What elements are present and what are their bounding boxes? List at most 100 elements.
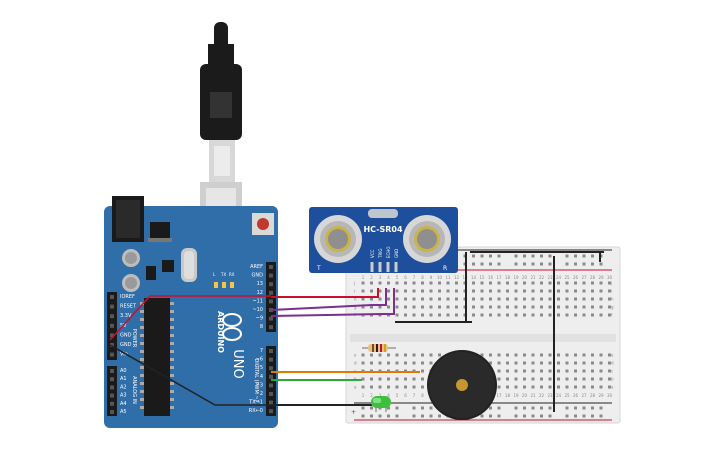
digital-header-label: DIGITAL (PWM ~) <box>253 358 259 401</box>
analog-pin-label-2: A2 <box>120 384 127 390</box>
col-number-top-22: 22 <box>539 275 545 280</box>
col-number-top-16: 16 <box>488 275 494 280</box>
wire-purple-echo[interactable] <box>270 288 395 317</box>
piezo-buzzer <box>427 350 497 420</box>
svg-text:+: + <box>351 409 356 416</box>
top-pin-label-2: 13 <box>257 281 263 287</box>
col-number-bottom-1: 1 <box>362 393 365 398</box>
sensor-pin-label-vcc: VCC <box>370 249 375 258</box>
col-number-bottom-17: 17 <box>496 393 502 398</box>
bottom-pin-label-2: ~5 <box>256 365 263 371</box>
col-number-bottom-30: 30 <box>607 393 613 398</box>
led-label-l: L <box>213 272 216 277</box>
center-channel <box>350 334 616 342</box>
sensor-mark-r: R <box>443 265 447 272</box>
col-number-bottom-23: 23 <box>547 393 553 398</box>
arduino-model-label: UNO <box>230 349 245 378</box>
bottom-pin-label-7: RX←0 <box>249 408 263 414</box>
col-number-top-21: 21 <box>530 275 536 280</box>
row-label-i: i <box>354 289 355 294</box>
analog-pin-label-5: A5 <box>120 409 127 415</box>
power-pin-label-2: 3.3V <box>120 313 132 319</box>
row-label-right-j: j <box>610 281 612 286</box>
row-label-a: a <box>354 385 357 390</box>
col-number-bottom-20: 20 <box>522 393 528 398</box>
bottom-pin-label-3: 4 <box>260 374 263 380</box>
col-number-top-28: 28 <box>590 275 596 280</box>
power-pin-label-4: GND <box>120 332 132 338</box>
sensor-pin-label-echo: ECHO <box>386 247 391 258</box>
sensor-pin-label-trig: TRIG <box>378 248 383 259</box>
wires <box>109 251 604 412</box>
sensor-crystal <box>368 209 398 218</box>
wire-purple-trig[interactable] <box>270 288 387 311</box>
power-pin-label-5: GND <box>120 342 132 348</box>
col-number-bottom-28: 28 <box>590 393 596 398</box>
col-number-bottom-3: 3 <box>379 393 382 398</box>
col-number-bottom-24: 24 <box>556 393 562 398</box>
col-number-top-6: 6 <box>404 275 407 280</box>
power-header-label: POWER <box>131 329 137 348</box>
top-pin-label-6: ~9 <box>256 316 263 322</box>
col-number-bottom-27: 27 <box>581 393 587 398</box>
col-number-top-15: 15 <box>479 275 485 280</box>
col-number-bottom-2: 2 <box>370 393 373 398</box>
bottom-pin-label-6: TX→1 <box>248 400 263 406</box>
sensor-mark-t: T <box>316 265 321 272</box>
col-number-bottom-19: 19 <box>513 393 519 398</box>
top-pin-label-1: GND <box>252 273 264 279</box>
col-number-bottom-25: 25 <box>564 393 570 398</box>
top-pin-label-7: 8 <box>260 324 263 330</box>
row-label-right-f: f <box>611 313 613 318</box>
resistor <box>362 344 396 352</box>
col-number-bottom-6: 6 <box>404 393 407 398</box>
col-number-top-30: 30 <box>607 275 613 280</box>
row-label-j: j <box>353 281 355 286</box>
top-pin-label-5: ~10 <box>252 307 263 313</box>
col-number-top-9: 9 <box>430 275 433 280</box>
row-label-right-g: g <box>611 305 614 310</box>
analog-pin-label-4: A4 <box>120 401 127 407</box>
analog-header-label: ANALOG IN <box>131 376 137 404</box>
row-label-right-h: h <box>611 297 614 302</box>
col-number-top-25: 25 <box>564 275 570 280</box>
analog-header <box>107 366 117 416</box>
row-label-right-c: c <box>611 369 613 374</box>
col-number-top-24: 24 <box>556 275 562 280</box>
top-pin-label-3: 12 <box>257 290 263 296</box>
green-led <box>371 396 391 412</box>
col-number-top-2: 2 <box>370 275 373 280</box>
sensor-pin-label-gnd: GND <box>394 249 399 258</box>
col-number-bottom-21: 21 <box>530 393 536 398</box>
col-number-top-23: 23 <box>547 275 553 280</box>
power-pin-label-1: RESET <box>120 304 137 310</box>
row-label-right-a: a <box>611 385 614 390</box>
col-number-top-8: 8 <box>421 275 424 280</box>
col-number-top-26: 26 <box>573 275 579 280</box>
col-number-top-4: 4 <box>387 275 390 280</box>
col-number-bottom-5: 5 <box>396 393 399 398</box>
col-number-bottom-8: 8 <box>421 393 424 398</box>
col-number-bottom-7: 7 <box>413 393 416 398</box>
col-number-bottom-26: 26 <box>573 393 579 398</box>
col-number-top-5: 5 <box>396 275 399 280</box>
col-number-top-18: 18 <box>505 275 511 280</box>
row-label-d: d <box>354 361 357 366</box>
col-number-top-10: 10 <box>437 275 443 280</box>
row-label-right-d: d <box>611 361 614 366</box>
row-label-right-e: e <box>611 353 614 358</box>
wire-red-vcc[interactable] <box>271 288 379 298</box>
col-number-bottom-22: 22 <box>539 393 545 398</box>
col-number-top-12: 12 <box>454 275 460 280</box>
arduino-logo <box>222 313 242 341</box>
breadboard: + + 112233445566778899101011111212131314… <box>345 246 621 424</box>
sensor-label: HC-SR04 <box>363 225 403 234</box>
col-number-bottom-18: 18 <box>505 393 511 398</box>
row-label-h: h <box>354 297 357 302</box>
wire-black-gnd-board[interactable] <box>109 344 271 406</box>
col-number-top-20: 20 <box>522 275 528 280</box>
row-label-e: e <box>354 353 357 358</box>
bottom-pin-label-1: ~6 <box>256 357 263 363</box>
